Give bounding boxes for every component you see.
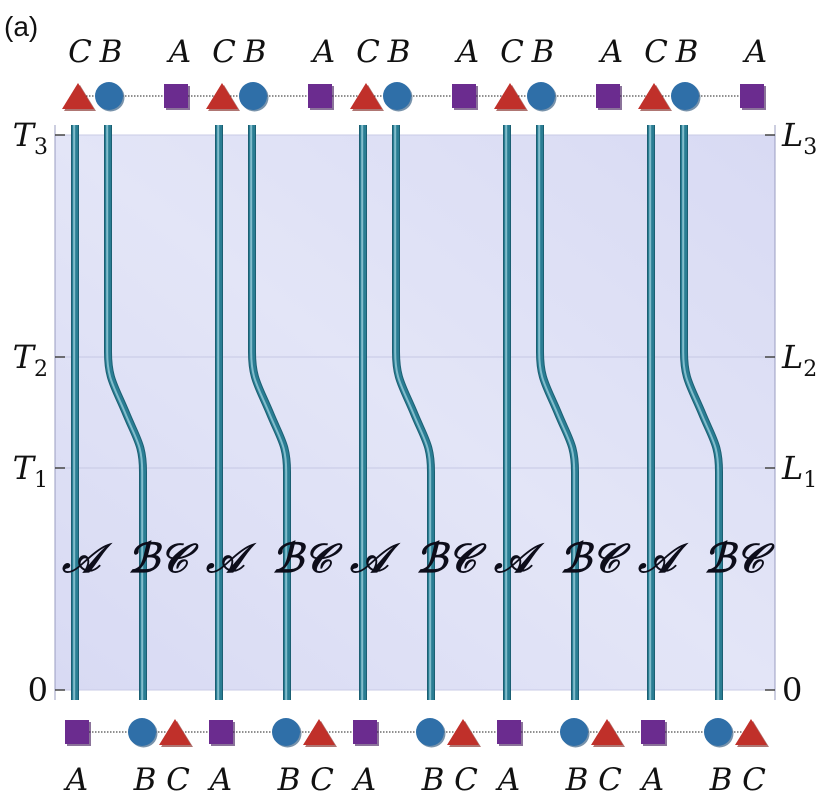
bottom-site-label-c-3: C — [454, 762, 478, 798]
strand-bc-4-highlight — [538, 125, 576, 700]
bottom-site-label-b-5: B — [709, 762, 733, 798]
bottom-site-label-b-2: B — [277, 762, 301, 798]
bottom-site-circle-5 — [704, 718, 734, 748]
strand-bc-3-highlight — [394, 125, 432, 700]
top-site-label-a-1: A — [166, 34, 191, 70]
top-site-circle-2 — [239, 82, 269, 112]
length-axis: 0 L1 L2 L3 — [765, 116, 817, 709]
strand-label-bc-5: ℬ𝒞 — [704, 535, 775, 582]
bottom-site-label-c-2: C — [310, 762, 334, 798]
top-site-square-1 — [164, 84, 190, 110]
strand-label-bc-4: ℬ𝒞 — [560, 535, 631, 582]
top-site-circle-3 — [383, 82, 413, 112]
bottom-site-label-a-5: A — [639, 762, 664, 798]
length-tick-label-l3: L3 — [781, 116, 817, 160]
panel-label: (a) — [4, 11, 38, 42]
bottom-site-circle-2 — [272, 718, 302, 748]
bottom-site-triangle-5 — [735, 719, 769, 747]
top-site-label-a-5: A — [742, 34, 767, 70]
bottom-site-label-c-4: C — [598, 762, 622, 798]
strand-label-bc-3: ℬ𝒞 — [416, 535, 487, 582]
bottom-site-label-a-1: A — [63, 762, 88, 798]
top-site-square-2 — [308, 84, 334, 110]
panel-label-group: (a) — [4, 11, 38, 42]
top-site-circle-1 — [95, 82, 125, 112]
bottom-site-square-3 — [353, 720, 379, 746]
bottom-site-label-a-3: A — [351, 762, 376, 798]
top-site-label-c-3: C — [356, 34, 380, 70]
top-site-square-3 — [452, 84, 478, 110]
top-site-triangle-5 — [638, 83, 672, 111]
top-site-label-c-4: C — [500, 34, 524, 70]
bottom-site-triangle-1 — [159, 719, 193, 747]
bottom-site-label-a-4: A — [495, 762, 520, 798]
bottom-site-triangle-4 — [591, 719, 625, 747]
bottom-site-square-1 — [65, 720, 91, 746]
bottom-site-label-c-5: C — [742, 762, 766, 798]
bottom-site-triangle-2 — [303, 719, 337, 747]
top-site-label-b-2: B — [243, 34, 267, 70]
length-tick-label-l1: L1 — [781, 449, 817, 493]
bottom-site-square-2 — [209, 720, 235, 746]
top-site-label-c-1: C — [68, 34, 92, 70]
top-site-label-b-3: B — [387, 34, 411, 70]
top-site-label-b-5: B — [675, 34, 699, 70]
bottom-site-triangle-3 — [447, 719, 481, 747]
top-site-triangle-4 — [494, 83, 528, 111]
time-tick-label-zero: 0 — [28, 671, 48, 709]
strand-bc-5-highlight — [682, 125, 720, 700]
strand-label-bc-1: ℬ𝒞 — [128, 535, 199, 582]
top-site-label-a-3: A — [454, 34, 479, 70]
top-site-circle-5 — [671, 82, 701, 112]
strand-bc-1-highlight — [106, 125, 144, 700]
top-site-triangle-1 — [62, 83, 96, 111]
bottom-site-label-a-2: A — [207, 762, 232, 798]
strands — [71, 125, 723, 700]
top-site-label-a-2: A — [310, 34, 335, 70]
top-site-label-b-4: B — [531, 34, 555, 70]
top-site-label-b-1: B — [99, 34, 123, 70]
top-site-square-4 — [596, 84, 622, 110]
bottom-site-label-b-4: B — [565, 762, 589, 798]
bottom-site-circle-4 — [560, 718, 590, 748]
length-tick-label-l2: L2 — [781, 338, 817, 382]
top-site-label-c-5: C — [644, 34, 668, 70]
bottom-site-label-b-1: B — [133, 762, 157, 798]
bottom-site-circle-1 — [128, 718, 158, 748]
top-site-triangle-2 — [206, 83, 240, 111]
bottom-site-square-4 — [497, 720, 523, 746]
time-axis: 0 T1 T2 T3 — [13, 116, 65, 709]
top-site-circle-4 — [527, 82, 557, 112]
time-tick-label-t1: T1 — [13, 449, 48, 493]
bottom-site-label-c-1: C — [166, 762, 190, 798]
top-site-label-a-4: A — [598, 34, 623, 70]
top-site-label-c-2: C — [212, 34, 236, 70]
top-site-square-5 — [740, 84, 766, 110]
length-tick-label-zero: 0 — [782, 671, 802, 709]
top-site-triangle-3 — [350, 83, 384, 111]
time-tick-label-t3: T3 — [13, 116, 48, 160]
strand-bc-2-highlight — [250, 125, 288, 700]
strand-label-bc-2: ℬ𝒞 — [272, 535, 343, 582]
bottom-site-label-b-3: B — [421, 762, 445, 798]
bottom-site-circle-3 — [416, 718, 446, 748]
bottom-site-square-5 — [641, 720, 667, 746]
time-tick-label-t2: T2 — [13, 338, 48, 382]
